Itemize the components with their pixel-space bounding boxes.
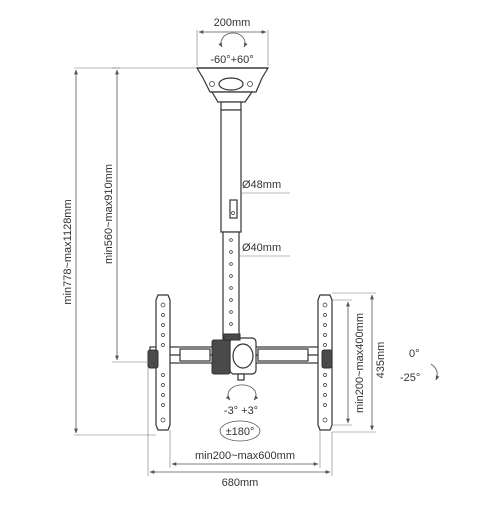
total-height-dimension xyxy=(74,67,196,436)
outer-width-dimension xyxy=(147,368,333,476)
pole-length-dimension xyxy=(112,67,150,363)
inner-width-dimension xyxy=(169,430,321,468)
pole-length-label: min560~max910mm xyxy=(103,164,115,264)
side-height-dimension xyxy=(332,299,352,426)
tilt-top-label: 0° xyxy=(409,348,420,360)
outer-pole-diameter-label: Ø48mm xyxy=(242,179,281,191)
bracket-height-label: 435mm xyxy=(375,342,387,379)
left-bracket xyxy=(147,294,171,431)
outer-width-label: 680mm xyxy=(222,477,259,489)
outer-pole xyxy=(220,109,242,233)
tilt-bottom-label: -25° xyxy=(400,372,420,384)
swivel-label: -3° +3° xyxy=(224,405,258,417)
plate-rotation-arc xyxy=(218,32,248,48)
ceiling-plate xyxy=(195,67,270,111)
bracket-height-dimension xyxy=(332,292,376,433)
swivel-arc xyxy=(225,384,259,401)
rotation-label: ±180° xyxy=(226,426,255,438)
total-height-label: min778~max1128mm xyxy=(62,199,74,304)
inner-width-label: min200~max600mm xyxy=(195,450,295,462)
side-height-label: min200~max400mm xyxy=(354,313,366,413)
top-width-label: 200mm xyxy=(214,17,251,29)
tilt-arc xyxy=(430,363,440,381)
right-bracket xyxy=(317,294,333,431)
inner-pole-diameter-label: Ø40mm xyxy=(242,242,281,254)
plate-rotation-label: -60°+60° xyxy=(210,54,253,66)
rotation-ellipse xyxy=(219,420,261,442)
inner-pole xyxy=(222,231,240,343)
joint-head xyxy=(211,333,257,381)
top-width-dimension xyxy=(196,30,269,66)
